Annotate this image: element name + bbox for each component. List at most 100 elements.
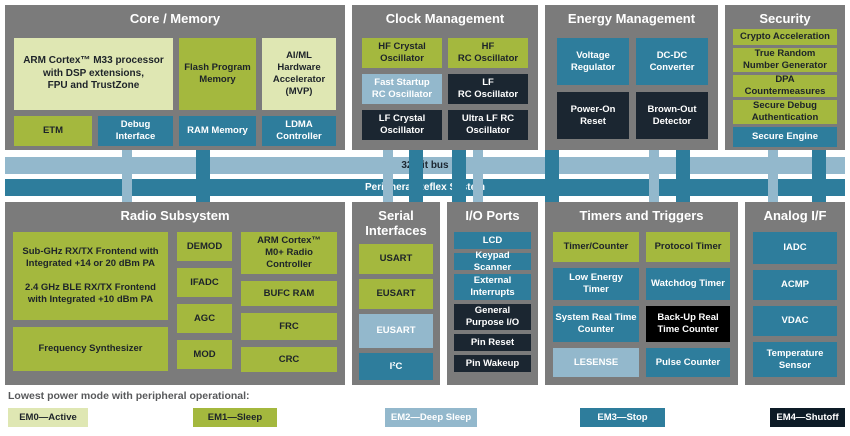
block-watchdog-timer: Watchdog Timer <box>646 268 730 300</box>
section-serial-interfaces: Serial Interfaces USART EUSART EUSART I²… <box>352 202 440 385</box>
bus-connector <box>409 150 423 204</box>
block-dpa-countermeasures: DPA Countermeasures <box>733 74 837 97</box>
block-ldma-controller: LDMA Controller <box>262 116 336 146</box>
legend-title: Lowest power mode with peripheral operat… <box>8 390 250 402</box>
block-rf-frontends: Sub-GHz RX/TX Frontend with Integrated +… <box>13 232 168 320</box>
block-hf-rc-oscillator: HF RC Oscillator <box>448 38 528 68</box>
radio-blocks: Sub-GHz RX/TX Frontend with Integrated +… <box>13 232 337 372</box>
bus-32bit: 32-bit bus <box>5 157 845 174</box>
block-backup-real-time-counter: Back-Up Real Time Counter <box>646 306 730 342</box>
block-mod: MOD <box>177 340 232 369</box>
block-arm-cortex-m33: ARM Cortex™ M33 processor with DSP exten… <box>14 38 173 110</box>
energy-blocks: Voltage Regulator DC-DC Converter Power-… <box>557 38 708 139</box>
io-blocks: LCD Keypad Scanner External Interrupts G… <box>454 232 531 372</box>
core-memory-blocks: ARM Cortex™ M33 processor with DSP exten… <box>14 38 336 146</box>
section-title: Radio Subsystem <box>120 208 230 223</box>
block-lcd: LCD <box>454 232 531 249</box>
block-general-purpose-io: General Purpose I/O <box>454 304 531 330</box>
section-clock-management: Clock Management HF Crystal Oscillator H… <box>352 5 538 150</box>
analog-blocks: IADC ACMP VDAC Temperature Sensor <box>753 232 837 377</box>
block-frequency-synthesizer: Frequency Synthesizer <box>13 327 168 371</box>
block-temperature-sensor: Temperature Sensor <box>753 342 837 377</box>
block-crypto-acceleration: Crypto Acceleration <box>733 29 837 45</box>
serial-blocks: USART EUSART EUSART I²C <box>359 244 433 380</box>
bus-connector <box>812 150 826 204</box>
block-iadc: IADC <box>753 232 837 264</box>
block-etm: ETM <box>14 116 92 146</box>
block-pin-wakeup: Pin Wakeup <box>454 355 531 372</box>
bus-connector <box>768 150 778 204</box>
bus-connector <box>452 150 466 204</box>
block-brown-out-detector: Brown-Out Detector <box>636 92 708 139</box>
legend-em3-stop: EM3—Stop <box>580 408 665 427</box>
section-title: I/O Ports <box>465 208 520 223</box>
clock-blocks: HF Crystal Oscillator HF RC Oscillator F… <box>362 38 528 140</box>
block-lf-crystal-oscillator: LF Crystal Oscillator <box>362 110 442 140</box>
block-acmp: ACMP <box>753 270 837 300</box>
section-title: Core / Memory <box>129 11 221 26</box>
block-keypad-scanner: Keypad Scanner <box>454 250 531 273</box>
block-low-energy-timer: Low Energy Timer <box>553 268 639 300</box>
section-analog-if: Analog I/F IADC ACMP VDAC Temperature Se… <box>745 202 845 385</box>
block-protocol-timer: Protocol Timer <box>646 232 730 262</box>
block-eusart-2: EUSART <box>359 314 433 348</box>
block-ram-memory: RAM Memory <box>179 116 256 146</box>
block-debug-interface: Debug Interface <box>98 116 173 146</box>
block-system-real-time-counter: System Real Time Counter <box>553 306 639 342</box>
bus-connector <box>676 150 690 204</box>
section-title: Serial Interfaces <box>365 208 427 238</box>
legend-em4-shutoff: EM4—Shutoff <box>770 408 845 427</box>
section-title: Analog I/F <box>763 208 827 223</box>
section-title: Timers and Triggers <box>579 208 704 223</box>
block-agc: AGC <box>177 304 232 333</box>
block-i2c: I²C <box>359 353 433 380</box>
block-pulse-counter: Pulse Counter <box>646 348 730 377</box>
block-lesense: LESENSE <box>553 348 639 377</box>
bus-connector <box>383 150 393 204</box>
block-vdac: VDAC <box>753 306 837 336</box>
block-hf-crystal-oscillator: HF Crystal Oscillator <box>362 38 442 68</box>
block-ultra-lf-rc-oscillator: Ultra LF RC Oscillator <box>448 110 528 140</box>
section-security: Security Crypto Acceleration True Random… <box>725 5 845 150</box>
block-true-random-number-generator: True Random Number Generator <box>733 48 837 72</box>
block-bufc-ram: BUFC RAM <box>241 281 337 306</box>
block-dcdc-converter: DC-DC Converter <box>636 38 708 85</box>
block-aiml-accelerator: AI/ML Hardware Accelerator (MVP) <box>262 38 336 110</box>
block-ifadc: IFADC <box>177 268 232 297</box>
block-flash-program-memory: Flash Program Memory <box>179 38 256 110</box>
section-title: Clock Management <box>385 11 505 26</box>
block-crc: CRC <box>241 347 337 372</box>
section-title: Energy Management <box>567 11 696 26</box>
security-blocks: Crypto Acceleration True Random Number G… <box>733 29 837 147</box>
block-demod: DEMOD <box>177 232 232 261</box>
bus-connector <box>545 150 559 204</box>
block-frc: FRC <box>241 313 337 340</box>
timers-blocks: Timer/Counter Protocol Timer Low Energy … <box>553 232 730 377</box>
section-core-memory: Core / Memory ARM Cortex™ M33 processor … <box>5 5 345 150</box>
block-timer-counter: Timer/Counter <box>553 232 639 262</box>
block-arm-cortex-m0-radio-controller: ARM Cortex™ M0+ Radio Controller <box>241 232 337 274</box>
legend-em0-active: EM0—Active <box>8 408 88 427</box>
bus-connector <box>122 150 132 204</box>
bus-peripheral-reflex-system: Peripheral Reflex System <box>5 179 845 196</box>
legend-em2-deep-sleep: EM2—Deep Sleep <box>385 408 477 427</box>
block-lf-rc-oscillator: LF RC Oscillator <box>448 74 528 104</box>
section-radio-subsystem: Radio Subsystem Sub-GHz RX/TX Frontend w… <box>5 202 345 385</box>
bus-connector <box>649 150 659 204</box>
bus-connector <box>473 150 483 204</box>
block-eusart-1: EUSART <box>359 279 433 309</box>
block-voltage-regulator: Voltage Regulator <box>557 38 629 85</box>
block-power-on-reset: Power-On Reset <box>557 92 629 139</box>
section-timers-triggers: Timers and Triggers Timer/Counter Protoc… <box>545 202 738 385</box>
block-usart: USART <box>359 244 433 274</box>
block-secure-engine: Secure Engine <box>733 127 837 147</box>
section-title: Security <box>759 11 811 26</box>
block-secure-debug-authentication: Secure Debug Authentication <box>733 100 837 124</box>
section-io-ports: I/O Ports LCD Keypad Scanner External In… <box>447 202 538 385</box>
section-energy-management: Energy Management Voltage Regulator DC-D… <box>545 5 718 150</box>
legend-em1-sleep: EM1—Sleep <box>193 408 277 427</box>
block-pin-reset: Pin Reset <box>454 334 531 351</box>
block-external-interrupts: External Interrupts <box>454 274 531 300</box>
block-fast-startup-rc-oscillator: Fast Startup RC Oscillator <box>362 74 442 104</box>
